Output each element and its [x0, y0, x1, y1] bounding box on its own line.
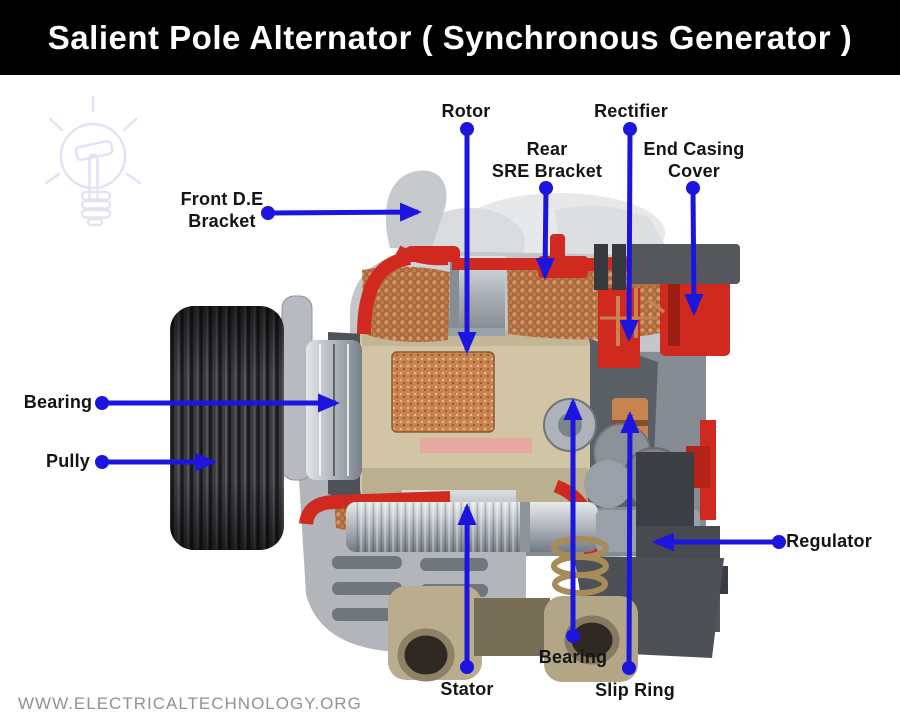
label-regulator: Regulator	[786, 531, 872, 552]
winding-top-left	[362, 266, 450, 342]
label-bearing-bottom: Bearing	[538, 647, 608, 668]
label-bearing-left: Bearing	[23, 392, 93, 413]
site-watermark: WWW.ELECTRICALTECHNOLOGY.ORG	[18, 694, 362, 713]
label-front-de-bracket: Front D.E Bracket	[180, 189, 264, 231]
title-bar: Salient Pole Alternator ( Synchronous Ge…	[0, 0, 900, 75]
label-pully: Pully	[45, 451, 91, 472]
arrow-rear-sre	[535, 181, 555, 280]
label-rear-sre-bracket: Rear SRE Bracket	[491, 139, 603, 181]
arrow-rectifier	[619, 122, 639, 342]
label-rectifier: Rectifier	[594, 101, 668, 122]
light-bulb-logo-icon	[44, 95, 142, 227]
label-end-casing-cover: End Casing Cover	[643, 139, 745, 181]
arrow-front-de	[261, 202, 422, 222]
regulator-part	[551, 452, 728, 658]
arrow-slip-ring	[620, 411, 640, 675]
label-rotor: Rotor	[441, 101, 491, 122]
label-slip-ring: Slip Ring	[595, 680, 675, 701]
label-stator: Stator	[440, 679, 494, 700]
arrow-end-casing	[684, 181, 704, 316]
pulley-part	[170, 306, 284, 550]
page-title: Salient Pole Alternator ( Synchronous Ge…	[47, 18, 853, 56]
